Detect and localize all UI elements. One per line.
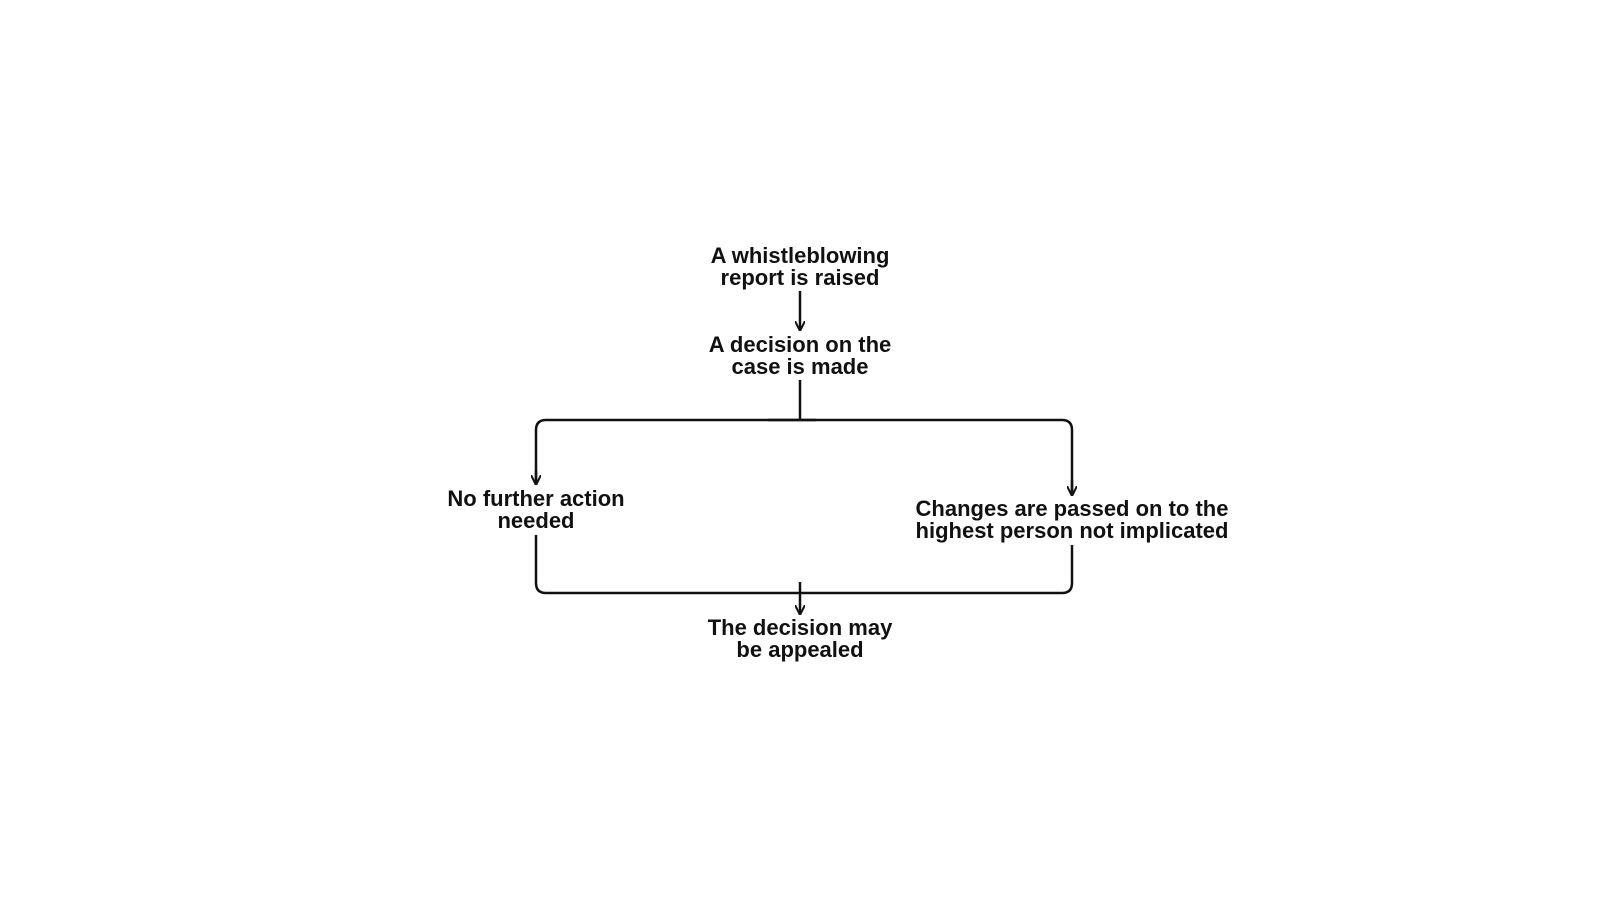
node-no-further-action: No further action needed <box>447 488 624 532</box>
node-decision-may-be-appealed: The decision may be appealed <box>708 617 893 661</box>
node-decision-made-line-1: A decision on the <box>708 332 892 357</box>
node-changes-passed-on-line-2: highest person not implicated <box>915 518 1229 543</box>
node-decision-made-line-2: case is made <box>731 354 869 379</box>
node-decision-may-be-appealed-line-1: The decision may <box>707 615 893 640</box>
node-decision-may-be-appealed-line-2: be appealed <box>736 637 864 662</box>
node-report-raised-line-1: A whistleblowing <box>710 243 890 268</box>
edge-decision-to-outcomes <box>534 418 1074 495</box>
node-changes-passed-on: Changes are passed on to the highest per… <box>916 498 1229 542</box>
node-report-raised: A whistleblowing report is raised <box>711 245 890 289</box>
node-decision-made: A decision on the case is made <box>709 334 892 378</box>
node-report-raised-line-2: report is raised <box>720 265 880 290</box>
node-no-further-action-line-2: needed <box>497 508 575 533</box>
node-no-further-action-line-1: No further action <box>447 486 625 511</box>
node-changes-passed-on-line-1: Changes are passed on to the <box>915 496 1229 521</box>
edge-outcomes-to-appeal <box>534 535 1074 595</box>
